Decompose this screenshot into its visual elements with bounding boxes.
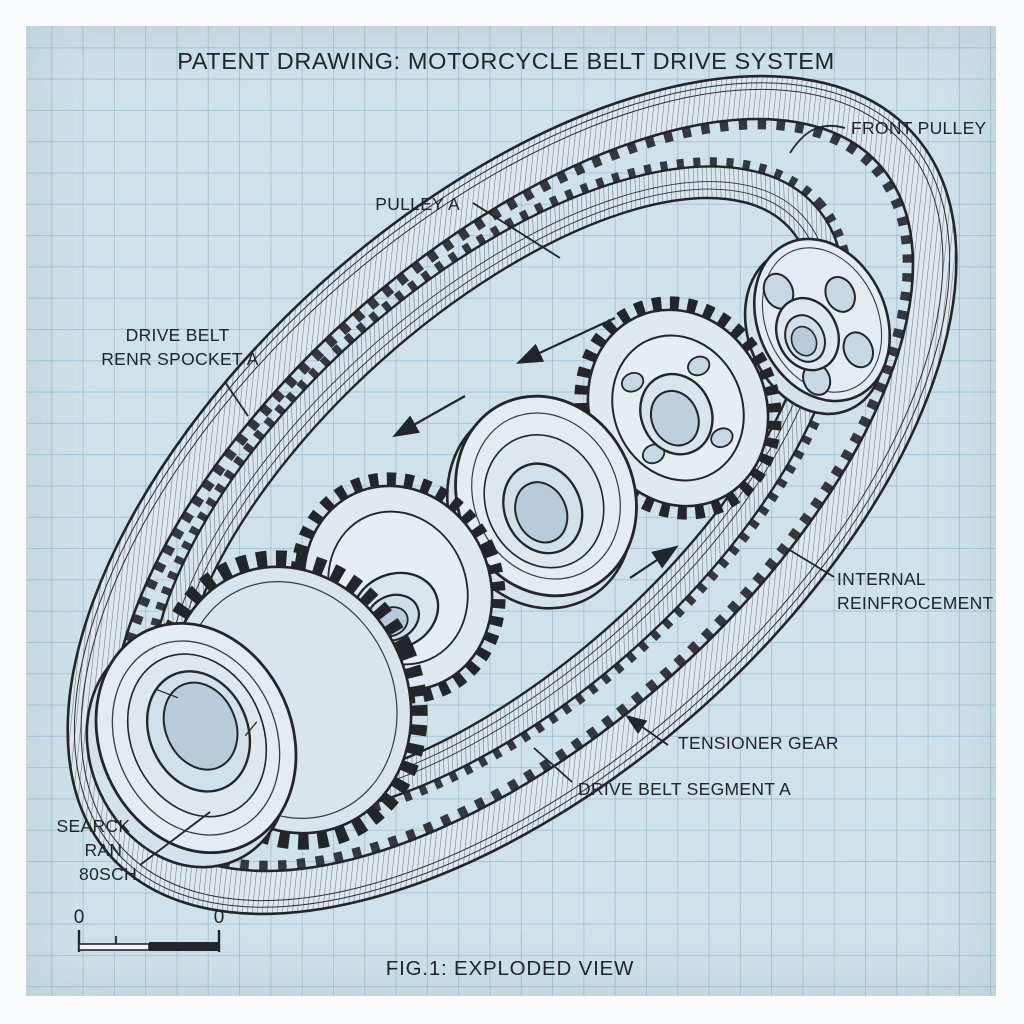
scale-bar-light-segment	[78, 943, 150, 951]
leader-pulley-a	[472, 202, 561, 259]
flow-arrow-lower	[629, 545, 679, 579]
scale-bar: 0 0	[74, 907, 225, 952]
leader-belt-segment	[533, 747, 573, 783]
scale-bar-left-label: 0	[74, 907, 85, 928]
gear-hole	[710, 427, 734, 448]
flow-arrow-middle	[392, 395, 466, 438]
scale-bar-right-label: 0	[214, 907, 225, 928]
outer-belt-teeth	[108, 116, 916, 874]
figure-caption: FIG.1: EXPLODED VIEW	[386, 957, 634, 980]
flow-arrow-upper	[516, 317, 616, 364]
label-drive-belt: DRIVE BELT RENR SPOCKET A	[101, 325, 259, 369]
leader-front-pulley	[789, 124, 846, 154]
leader-drive-belt	[224, 381, 249, 417]
front-pulley-hole	[824, 275, 856, 313]
gear-hole	[687, 355, 711, 377]
tensioner-gear-teeth	[574, 296, 782, 520]
front-pulley	[743, 237, 892, 416]
motion-arrows	[392, 317, 679, 579]
drawing-title: PATENT DRAWING: MOTORCYCLE BELT DRIVE SY…	[177, 48, 835, 74]
label-front-pulley: FRONT PULLEY	[851, 118, 987, 138]
front-pulley-bore	[790, 325, 818, 357]
center-pulley-bore	[514, 481, 569, 544]
drum-bore	[162, 681, 239, 771]
leader-tensioner	[625, 714, 669, 746]
leader-lines	[139, 124, 846, 866]
label-internal-reinforcement: INTERNAL REINFROCEMENT	[837, 569, 994, 613]
center-pulley	[445, 394, 638, 610]
label-tensioner-gear: TENSIONER GEAR	[678, 733, 839, 753]
leader-rear-hub	[139, 811, 211, 866]
rear-drum-pulley	[85, 621, 298, 869]
rear-sprocket-teeth	[152, 550, 428, 850]
leader-internal	[787, 548, 835, 578]
tensioner-gear-bore	[649, 389, 700, 447]
gear-hole	[621, 371, 645, 393]
scale-bar-dark-segment	[149, 942, 219, 951]
front-pulley-hole	[842, 331, 875, 369]
label-drive-belt-segment: DRIVE BELT SEGMENT A	[578, 779, 791, 799]
drive-gear-teeth	[290, 472, 506, 704]
label-rear-hub: SEARCK RAN 80SCH	[57, 816, 137, 884]
label-pulley-a: PULLEY A	[375, 194, 460, 214]
